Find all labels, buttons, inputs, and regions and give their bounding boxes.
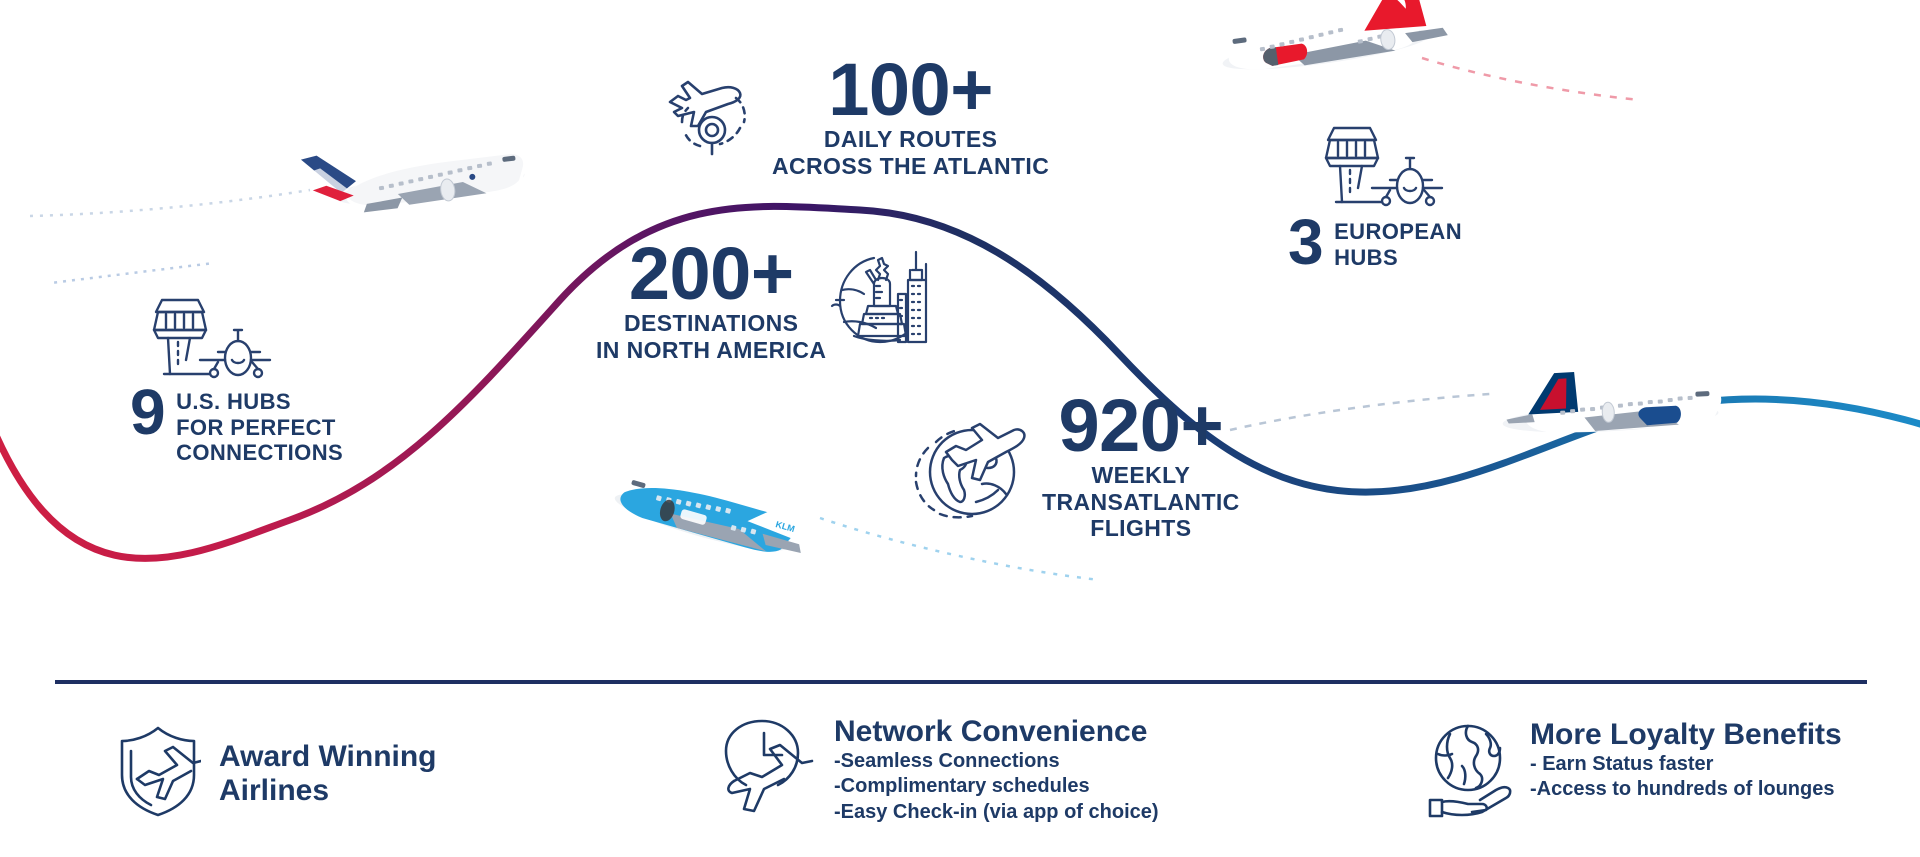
stat-number: 3	[1288, 206, 1324, 278]
stat-label-line: ACROSS THE ATLANTIC	[772, 152, 1050, 179]
stat-number: 200+	[628, 232, 794, 315]
clock-plane-icon	[720, 719, 818, 820]
plane-route-pin-icon	[660, 68, 758, 163]
benefit-more-loyalty: More Loyalty Benefits - Earn Status fast…	[1424, 718, 1842, 823]
svg-text:KLM: KLM	[774, 519, 796, 534]
klm-aircraft: KLM	[614, 480, 812, 553]
globe-plane-icon	[910, 406, 1032, 529]
stat-number: 9	[130, 376, 166, 448]
stat-destinations: 200+ DESTINATIONS IN NORTH AMERICA	[596, 232, 938, 363]
benefit-list-item: - Earn Status faster	[1530, 752, 1714, 775]
stat-label-line: IN NORTH AMERICA	[596, 336, 827, 363]
benefit-list-item: -Seamless Connections	[834, 749, 1060, 772]
control-tower-plane-icon	[148, 290, 274, 387]
benefit-title-line: Airlines	[219, 773, 330, 807]
globe-hand-icon	[1424, 722, 1514, 823]
shield-plane-icon	[115, 723, 203, 824]
stat-weekly-flights: 920+ WEEKLY TRANSATLANTIC FLIGHTS	[910, 384, 1240, 542]
benefit-title-line: More Loyalty Benefits	[1530, 718, 1842, 751]
stat-label-line: DESTINATIONS	[624, 310, 799, 337]
stat-eu-hubs: 3 EUROPEAN HUBS	[1288, 118, 1462, 278]
stat-label: DESTINATIONS IN NORTH AMERICA	[596, 310, 826, 363]
benefit-award-winning-airlines: Award Winning Airlines	[115, 723, 437, 824]
section-divider	[55, 680, 1867, 684]
benefit-list-item: -Access to hundreds of lounges	[1530, 778, 1835, 801]
delta-aircraft	[1502, 372, 1722, 433]
stat-label-line: WEEKLY	[1091, 462, 1191, 489]
stat-label: WEEKLY TRANSATLANTIC FLIGHTS	[1042, 462, 1240, 542]
stat-label-line: U.S. HUBS	[176, 389, 291, 414]
benefit-body: Award Winning Airlines	[219, 740, 437, 807]
stat-label-line: EUROPEAN	[1334, 219, 1462, 244]
stat-number: 920+	[1058, 384, 1224, 467]
stat-label-line: CONNECTIONS	[176, 440, 344, 466]
stat-label-line: TRANSATLANTIC	[1042, 488, 1240, 515]
benefit-list-item: -Complimentary schedules	[834, 775, 1090, 798]
stat-label-line: FOR PERFECT	[176, 414, 336, 440]
delta-trail	[1229, 392, 1491, 432]
stat-number: 100+	[828, 48, 993, 131]
control-tower-plane-icon	[1320, 118, 1446, 215]
benefit-title-line: Network Convenience	[834, 715, 1148, 748]
stat-label-line: HUBS	[1334, 244, 1399, 270]
stat-label: EUROPEAN HUBS	[1334, 213, 1462, 270]
virgin-atlantic-trail	[1421, 56, 1641, 102]
benefit-network-convenience: Network Convenience -Seamless Connection…	[720, 715, 1159, 825]
benefit-body: More Loyalty Benefits - Earn Status fast…	[1530, 718, 1842, 803]
stat-label-line: FLIGHTS	[1090, 515, 1192, 542]
virgin-atlantic-aircraft	[1222, 0, 1448, 70]
stat-daily-routes: 100+ DAILY ROUTES ACROSS THE ATLANTIC	[660, 48, 1049, 179]
air-france-aircraft	[53, 151, 527, 284]
new-york-skyline-icon	[830, 244, 938, 361]
benefit-list-item: -Easy Check-in (via app of choice)	[834, 800, 1159, 823]
stat-label-line: DAILY ROUTES	[823, 126, 998, 153]
stat-us-hubs: 9 U.S. HUBS FOR PERFECT CONNECTIONS	[130, 290, 343, 466]
air-france-trail	[29, 188, 311, 218]
benefit-title-line: Award Winning	[219, 739, 437, 773]
stat-label: U.S. HUBS FOR PERFECT CONNECTIONS	[176, 383, 343, 466]
stat-label: DAILY ROUTES ACROSS THE ATLANTIC	[772, 126, 1049, 179]
benefit-body: Network Convenience -Seamless Connection…	[834, 715, 1159, 825]
